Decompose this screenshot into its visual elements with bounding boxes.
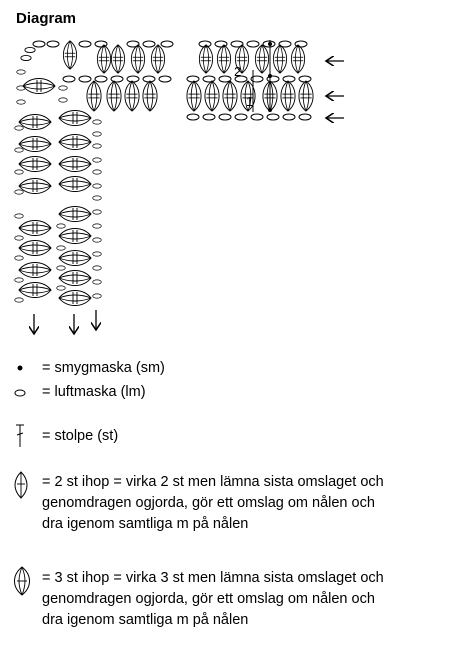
repeat-marker (252, 40, 272, 112)
chain-row-bottom (186, 113, 312, 121)
legend-line: = 2 st ihop = virka 2 st men lämna sista… (42, 474, 384, 490)
legend-line: dra igenom samtliga m på nålen (42, 612, 249, 628)
chain-row-middle (186, 75, 312, 83)
legend-text: = stolpe (st) (42, 428, 119, 444)
row-label-1: 1 (246, 94, 253, 109)
two-together-icon (14, 471, 28, 499)
legend-line: genomdragen ogjorda, gör ett omslag om n… (42, 591, 375, 607)
crochet-chart: 2 1 (14, 40, 344, 345)
legend-line: = 3 st ihop = virka 3 st men lämna sista… (42, 570, 384, 586)
row-arrows (326, 61, 344, 118)
right-block: 2 1 (186, 40, 314, 121)
row-label-2: 2 (234, 64, 241, 79)
dot-icon (17, 365, 23, 371)
diagram-title: Diagram (16, 10, 77, 27)
legend-line: dra igenom samtliga m på nålen (42, 516, 249, 532)
legend-text: = luftmaska (lm) (42, 384, 146, 400)
tall-stitch-icon (16, 424, 24, 447)
top-left-block (14, 40, 174, 201)
oval-icon (14, 389, 26, 397)
chain-row-top (198, 40, 308, 48)
cluster-row-top (198, 44, 306, 74)
three-together-icon (14, 566, 30, 596)
legend-text: = smygmaska (sm) (42, 360, 165, 376)
legend-line: genomdragen ogjorda, gör ett omslag om n… (42, 495, 375, 511)
lower-left-block (14, 206, 102, 306)
column-arrows (34, 310, 96, 334)
